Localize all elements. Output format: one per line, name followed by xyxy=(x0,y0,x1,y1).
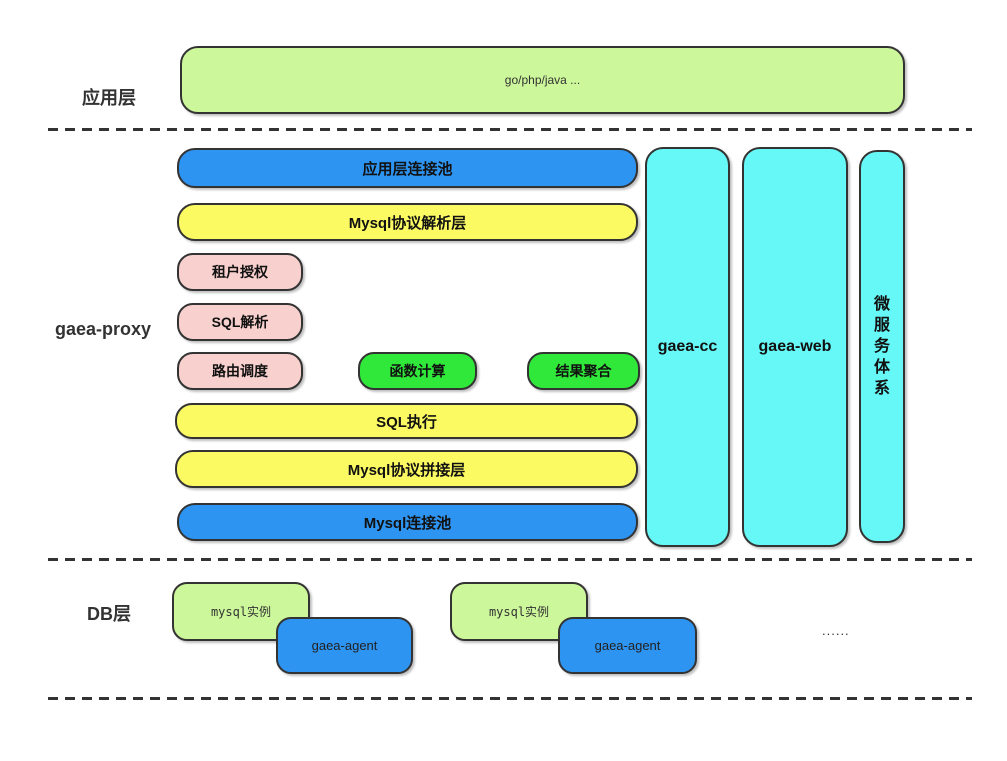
gaea-agent-box-2: gaea-agent xyxy=(558,617,697,674)
gaea-cc-column: gaea-cc xyxy=(645,147,730,547)
more-instances-ellipsis: ...... xyxy=(822,623,850,638)
result-aggregate-box: 结果聚合 xyxy=(527,352,640,390)
divider-proxy-db xyxy=(48,558,972,561)
mysql-instance-box-1: mysql实例 xyxy=(172,582,310,641)
app-runtime-box: go/php/java ... xyxy=(180,46,905,114)
mysql-conn-pool-box: Mysql连接池 xyxy=(177,503,638,541)
gaea-proxy-label: gaea-proxy xyxy=(55,319,152,339)
func-compute-box: 函数计算 xyxy=(358,352,477,390)
app-conn-pool-box: 应用层连接池 xyxy=(177,148,638,188)
gaea-web-column: gaea-web xyxy=(742,147,848,547)
app-layer-label: 应用层 xyxy=(82,88,136,108)
microservice-system-label: 微服务体系 xyxy=(873,296,890,397)
divider-bottom xyxy=(48,697,972,700)
tenant-auth-box: 租户授权 xyxy=(177,253,303,291)
route-dispatch-box: 路由调度 xyxy=(177,352,303,390)
mysql-protocol-assemble-box: Mysql协议拼接层 xyxy=(175,450,638,488)
mysql-protocol-parse-box: Mysql协议解析层 xyxy=(177,203,638,241)
sql-exec-box: SQL执行 xyxy=(175,403,638,439)
microservice-system-column: 微服务体系 xyxy=(859,150,905,543)
gaea-agent-box-1: gaea-agent xyxy=(276,617,413,674)
sql-parse-box: SQL解析 xyxy=(177,303,303,341)
db-layer-label: DB层 xyxy=(87,604,131,624)
divider-app-proxy xyxy=(48,128,972,131)
